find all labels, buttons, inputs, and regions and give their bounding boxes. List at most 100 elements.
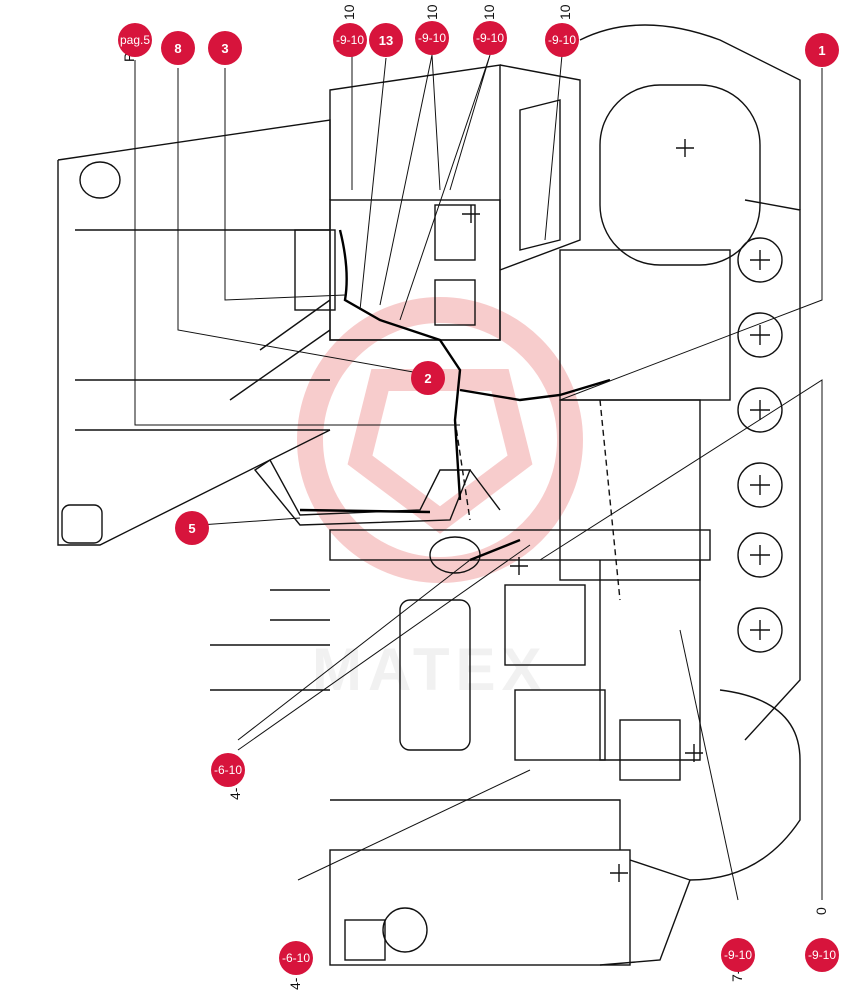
machine-outline	[57, 24, 801, 966]
callout-badge	[161, 31, 195, 65]
console-cell-b	[434, 279, 476, 326]
leader-bot1	[679, 629, 739, 901]
leader-top2	[379, 54, 441, 306]
leader-top4	[544, 54, 563, 241]
ref-t2: 10	[424, 4, 440, 20]
callout-badge	[415, 21, 449, 55]
callout-5[interactable]: 5	[175, 511, 209, 545]
air-cleaner	[599, 84, 761, 266]
callout-label: -9-10	[808, 948, 836, 962]
fuel-sender	[344, 919, 386, 961]
callout-bot2[interactable]: -9-10	[805, 938, 839, 972]
leader-13	[359, 57, 387, 311]
leader-5	[199, 517, 301, 526]
plus-mark	[750, 250, 770, 270]
callout-badge	[279, 941, 313, 975]
ref-t3: 10	[481, 4, 497, 20]
callout-top1[interactable]: -9-10	[333, 23, 367, 57]
plus-mark	[750, 475, 770, 495]
callout-label: -6-10	[282, 951, 310, 965]
leader-1	[559, 68, 823, 401]
callout-badge	[208, 31, 242, 65]
dashed-routes	[454, 399, 621, 601]
callout-top2[interactable]: -9-10	[415, 21, 449, 55]
exhaust-stubs	[210, 589, 330, 691]
callout-top3[interactable]: -9-10	[473, 21, 507, 55]
callout-label: 3	[221, 41, 228, 56]
callout-left1[interactable]: -6-10	[211, 753, 245, 787]
leader-bot2	[539, 379, 823, 900]
transmission	[599, 560, 701, 761]
starter-motor	[514, 689, 606, 761]
engine-branch	[459, 378, 611, 402]
leader-top3	[399, 54, 491, 321]
watermark-glyph	[347, 369, 533, 534]
callout-label: 8	[174, 41, 181, 56]
track-roller	[737, 532, 783, 578]
engine-block-upper	[559, 249, 731, 401]
seat	[253, 458, 472, 526]
housing-top	[499, 64, 581, 271]
leader-lines	[134, 54, 823, 901]
callout-1[interactable]: 1	[805, 33, 839, 67]
callout-badge	[211, 753, 245, 787]
callout-label: -9-10	[476, 31, 504, 45]
callout-3[interactable]: 3	[208, 31, 242, 65]
callout-badge	[545, 23, 579, 57]
callout-badge	[805, 33, 839, 67]
seat-support	[469, 469, 501, 511]
callout-pag[interactable]: pag.5	[118, 23, 152, 57]
callout-label: -9-10	[548, 33, 576, 47]
engine-block-lower	[559, 399, 701, 581]
ref-t1: 10	[341, 4, 357, 20]
track-roller	[737, 607, 783, 653]
ref-b2: 0	[813, 907, 829, 915]
callout-badge	[805, 938, 839, 972]
frame-braces	[229, 299, 331, 401]
fuel-cap	[382, 907, 428, 953]
step-pad	[61, 504, 103, 544]
callout-badge	[721, 938, 755, 972]
tank-strap	[330, 799, 621, 850]
callout-label: -9-10	[724, 948, 752, 962]
callouts: 1 8 3 13 2 5 pag.5 -9-10	[118, 21, 839, 975]
turbo-housing	[504, 584, 586, 666]
fuel-tank	[329, 849, 631, 966]
callout-left2[interactable]: -6-10	[279, 941, 313, 975]
track-roller	[737, 462, 783, 508]
plus-mark	[610, 864, 628, 882]
callout-top4[interactable]: -9-10	[545, 23, 579, 57]
muffler	[399, 599, 471, 751]
callout-8[interactable]: 8	[161, 31, 195, 65]
callout-label: 2	[424, 371, 431, 386]
track-roller	[737, 312, 783, 358]
ref-t4: 10	[557, 4, 573, 20]
console-cell-a	[434, 204, 476, 261]
callout-bot1[interactable]: -9-10	[721, 938, 755, 972]
plus-mark	[750, 620, 770, 640]
callout-label: pag.5	[120, 33, 150, 47]
callout-badge	[118, 23, 152, 57]
plus-mark	[462, 205, 480, 223]
harness	[299, 229, 611, 562]
plus-mark	[685, 744, 703, 762]
callout-label: -9-10	[418, 31, 446, 45]
callout-13[interactable]: 13	[369, 23, 403, 57]
leader-3	[224, 68, 346, 301]
leader-left1	[237, 544, 531, 751]
leader-left2	[297, 769, 531, 881]
main-harness	[338, 229, 462, 501]
tank-guard	[599, 859, 691, 966]
callout-2[interactable]: 2	[411, 361, 445, 395]
callout-badge	[473, 21, 507, 55]
relay-box	[294, 229, 336, 311]
ref-l1: 4-	[227, 787, 243, 800]
seat-branch	[299, 508, 431, 514]
frame-rails	[75, 229, 330, 431]
reservoir-bottle	[79, 161, 121, 199]
callout-label: 13	[379, 33, 393, 48]
callout-badge	[369, 23, 403, 57]
leader-8	[177, 68, 431, 376]
callout-badge	[333, 23, 367, 57]
leader-pag	[134, 60, 460, 426]
